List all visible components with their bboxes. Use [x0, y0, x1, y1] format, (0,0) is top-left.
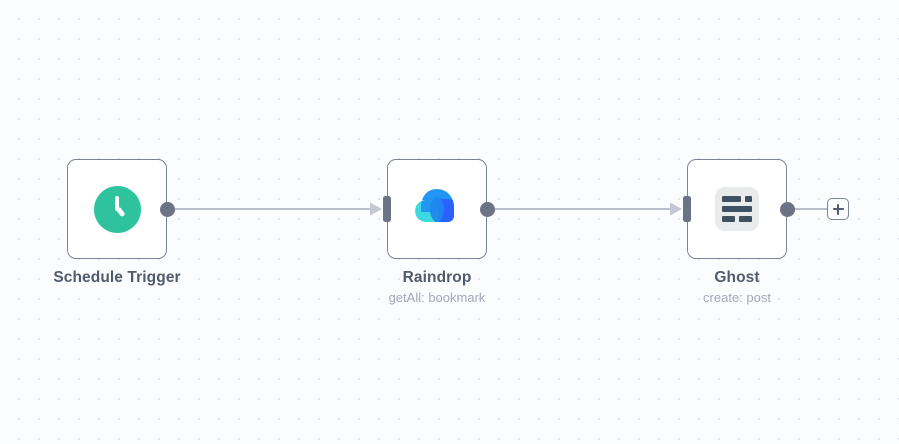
node-schedule-trigger-box[interactable] — [67, 159, 167, 259]
node-schedule-trigger[interactable]: Schedule Trigger — [53, 159, 181, 286]
add-node-button[interactable] — [827, 198, 849, 220]
output-port-ghost[interactable] — [779, 201, 795, 217]
node-ghost-subtitle: create: post — [703, 290, 771, 305]
plus-icon — [832, 203, 844, 215]
node-raindrop-label: Raindrop — [402, 269, 472, 286]
node-schedule-trigger-label: Schedule Trigger — [53, 269, 181, 286]
ghost-icon-bar-3 — [722, 206, 752, 212]
node-raindrop-box[interactable] — [387, 159, 487, 259]
clock-hand-hour — [115, 206, 125, 217]
clock-hand-minute — [114, 196, 120, 211]
raindrop-icon — [415, 189, 454, 222]
node-raindrop[interactable]: Raindrop getAll: bookmark — [383, 159, 495, 305]
ghost-icon-bar-5 — [739, 216, 752, 222]
connection-raindrop-to-ghost — [494, 202, 682, 216]
node-raindrop-subtitle: getAll: bookmark — [388, 290, 486, 305]
output-port-schedule-trigger[interactable] — [159, 201, 175, 217]
input-port-ghost[interactable] — [683, 196, 691, 222]
input-port-raindrop[interactable] — [383, 196, 391, 222]
connection-schedule-trigger-to-raindrop — [174, 202, 382, 216]
node-ghost-box[interactable] — [687, 159, 787, 259]
node-ghost-label: Ghost — [714, 269, 760, 286]
output-port-raindrop[interactable] — [479, 201, 495, 217]
clock-icon — [93, 185, 141, 233]
ghost-icon — [715, 187, 759, 231]
ghost-icon-bar-2 — [745, 196, 752, 202]
ghost-icon-bar-4 — [722, 216, 735, 222]
node-ghost[interactable]: Ghost create: post — [683, 159, 795, 305]
ghost-icon-bar-1 — [722, 196, 741, 202]
